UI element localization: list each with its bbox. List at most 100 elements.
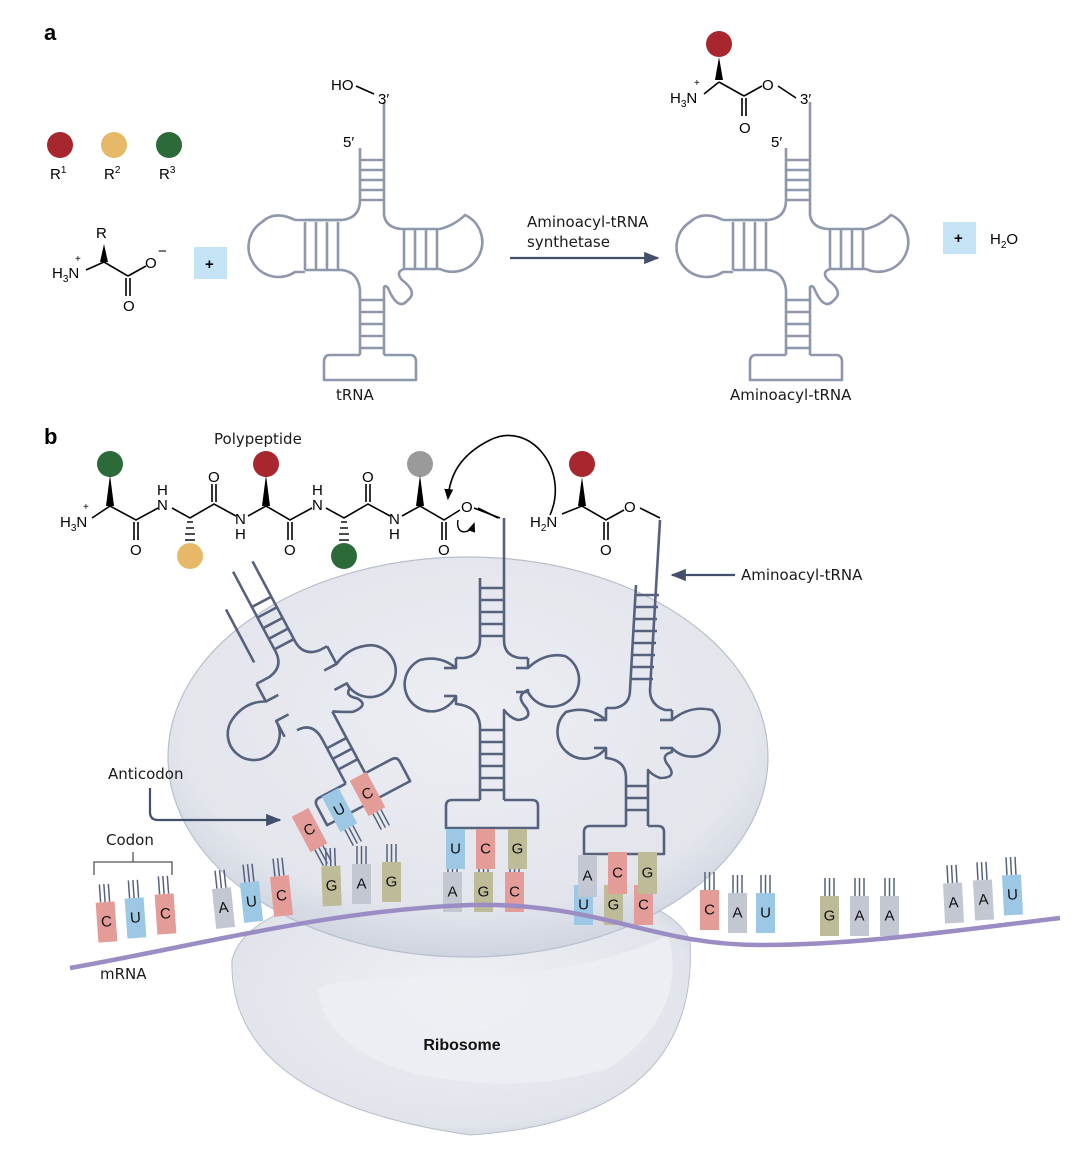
atom-h: H	[389, 526, 400, 543]
product-carbonyl-o: O	[739, 120, 751, 137]
svg-text:U: U	[578, 897, 589, 914]
atom-o: O	[600, 542, 612, 559]
panel-b-annotations: Aminoacyl-tRNA Anticodon Codon mRNA	[93, 566, 863, 983]
atom-o: O	[438, 542, 450, 559]
mrna-base: A	[880, 878, 899, 936]
legend-r2: R2	[101, 132, 127, 183]
synthetase-label-2: synthetase	[527, 233, 610, 251]
svg-text:A: A	[884, 908, 894, 925]
polypeptide-label: Polypeptide	[214, 430, 302, 448]
mrna-strand	[69, 902, 1061, 971]
hydroxyl-label: HO	[331, 77, 354, 94]
mrna-base: C	[269, 857, 294, 917]
svg-text:A: A	[732, 905, 742, 922]
svg-text:C: C	[100, 913, 112, 931]
svg-text:A: A	[447, 884, 457, 901]
atom-o: O	[208, 469, 220, 486]
ester-o: O	[762, 77, 774, 94]
ester-o: O	[461, 499, 473, 516]
carbonyl-o: O	[123, 298, 135, 315]
svg-text:G: G	[386, 874, 398, 891]
ribosome: Ribosome	[167, 556, 769, 1136]
mrna-label: mRNA	[100, 965, 147, 983]
aminoacyl-trna-pointer-label: Aminoacyl-tRNA	[741, 566, 863, 584]
incoming-amino-acid: H2N O O	[530, 451, 661, 559]
product-plus: +	[694, 78, 700, 89]
residue-dot-3	[253, 451, 279, 477]
product-5prime: 5′	[771, 134, 782, 151]
mrna-base: A	[972, 861, 995, 921]
svg-text:G: G	[642, 865, 654, 882]
chain-atoms: O N H O N H O N H O N H O O	[130, 469, 473, 559]
plus-box-1: +	[194, 247, 227, 279]
atom-o: O	[284, 542, 296, 559]
mrna-base: U	[239, 863, 264, 923]
product-amine: H3N	[670, 90, 697, 110]
svg-text:C: C	[638, 897, 649, 914]
mrna-base: U	[124, 879, 147, 939]
trna-labels: HO 3′ 5′ tRNA	[331, 77, 389, 404]
svg-text:U: U	[129, 909, 141, 927]
anticodon-base-a: A	[578, 855, 597, 897]
mrna-base: U	[1001, 856, 1024, 916]
trna-cloverleaf	[247, 102, 484, 382]
svg-text:G: G	[512, 841, 524, 858]
residue-dot-4	[331, 543, 357, 569]
mrna-base: C	[95, 883, 118, 943]
amine-text: H3N	[52, 265, 79, 285]
svg-text:U: U	[450, 841, 461, 858]
residue-dots	[97, 451, 433, 569]
wedge-bond	[100, 244, 108, 262]
r-group-legend: R1 R2 R3	[47, 132, 182, 183]
residue-dot-5	[407, 451, 433, 477]
r2-label: R2	[104, 165, 121, 183]
n-terminus-plus: +	[83, 502, 89, 513]
plus-sign: +	[205, 256, 214, 273]
svg-text:U: U	[245, 893, 258, 911]
product-3prime: 3′	[800, 91, 811, 108]
n-terminus: H3N	[60, 514, 87, 534]
mrna-base: A	[728, 875, 747, 933]
minus-charge: −	[158, 243, 167, 260]
residue-dot-1	[97, 451, 123, 477]
atom-o: O	[362, 469, 374, 486]
anticodon-base-exit: C	[291, 807, 332, 867]
polypeptide-structure: Polypeptide H3N + O N H O N	[60, 430, 556, 569]
panel-a-label: a	[44, 20, 57, 45]
carboxylate-o: O	[145, 255, 157, 272]
anticodon-label: Anticodon	[108, 765, 183, 783]
plus-charge: +	[75, 254, 81, 265]
anticodon-base-p: G	[508, 829, 527, 869]
panel-b: b Ribosome Polypeptide H3N +	[44, 424, 1061, 1136]
anticodon-base-a: C	[608, 852, 627, 894]
r2-swatch	[101, 132, 127, 158]
atom-n: N	[235, 511, 246, 528]
atom-n: N	[389, 511, 400, 528]
trna-5prime: 5′	[343, 134, 354, 151]
mrna-base: C	[154, 875, 177, 935]
r1-swatch	[47, 132, 73, 158]
mrna-base: G	[820, 878, 839, 936]
svg-text:G: G	[325, 877, 337, 894]
reaction-arrow: Aminoacyl-tRNA synthetase	[510, 213, 660, 265]
svg-text:C: C	[275, 887, 288, 905]
water-label: H2O	[990, 231, 1018, 251]
mrna-base: A	[942, 864, 965, 924]
atom-n: N	[312, 497, 323, 514]
svg-text:U: U	[760, 905, 771, 922]
svg-text:G: G	[608, 897, 620, 914]
svg-text:A: A	[218, 899, 230, 917]
r-group-text: R	[96, 225, 107, 242]
residue-dot-2	[177, 543, 203, 569]
trna-label: tRNA	[336, 386, 375, 404]
svg-text:A: A	[356, 876, 366, 893]
svg-text:C: C	[159, 905, 171, 923]
mrna-base: U	[756, 875, 775, 933]
legend-r3: R3	[156, 132, 182, 183]
product-r-group	[706, 31, 732, 57]
svg-text:A: A	[854, 908, 864, 925]
synthetase-label-1: Aminoacyl-tRNA	[527, 213, 649, 231]
svg-text:C: C	[612, 865, 623, 882]
r3-label: R3	[159, 165, 176, 183]
mrna-base: A	[211, 869, 236, 929]
